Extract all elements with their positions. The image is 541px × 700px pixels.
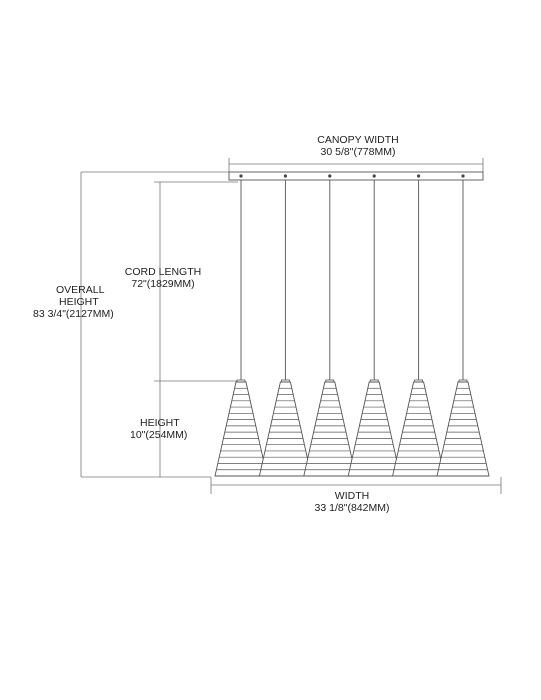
pendant-shade (258, 381, 312, 477)
overall-height-label-line1: OVERALL (56, 284, 105, 296)
width-dimension-line (210, 477, 502, 494)
pendant-3 (303, 174, 357, 477)
canopy-width-dimension-line (228, 158, 484, 172)
canopy-width-label: CANOPY WIDTH (317, 134, 399, 146)
pendant-shade (436, 381, 490, 477)
canopy-bar (228, 171, 484, 181)
width-label: WIDTH (334, 490, 370, 502)
overall-height-value: 83 3/4"(2127MM) (33, 308, 114, 320)
cord-length-label: CORD LENGTH (124, 266, 202, 278)
cord-length-value: 72"(1829MM) (131, 278, 195, 290)
pendant-1 (214, 174, 268, 477)
ceiling-mount (283, 174, 287, 178)
ceiling-mount (417, 174, 421, 178)
overall-height-dimension-line (80, 171, 229, 478)
pendant-group (214, 174, 490, 477)
ceiling-mount (372, 174, 376, 178)
pendant-4 (347, 174, 401, 477)
height-value: 10"(254MM) (130, 429, 188, 441)
ceiling-mount (239, 174, 243, 178)
pendant-shade (303, 381, 357, 477)
height-label: HEIGHT (140, 417, 180, 429)
pendant-5 (392, 174, 446, 477)
pendant-shade (347, 381, 401, 477)
canopy-width-value: 30 5/8"(778MM) (320, 146, 396, 158)
ceiling-mount (328, 174, 332, 178)
cord-length-dimension-line (154, 181, 238, 477)
width-value: 33 1/8"(842MM) (314, 502, 390, 514)
pendant-6 (436, 174, 490, 477)
pendant-2 (258, 174, 312, 477)
pendant-shade (214, 381, 268, 477)
pendant-shade (392, 381, 446, 477)
ceiling-mount (461, 174, 465, 178)
overall-height-label-line2: HEIGHT (59, 296, 99, 308)
